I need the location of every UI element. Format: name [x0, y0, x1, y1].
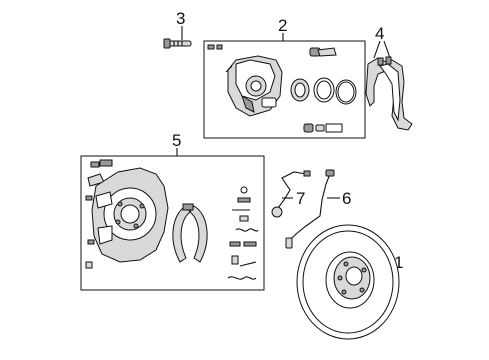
leader-lines: [176, 26, 391, 263]
bolt-part: [163, 38, 192, 49]
brake-pads-part: [365, 56, 413, 131]
brake-rotor-part: [296, 224, 400, 340]
callout-1: 1: [394, 253, 403, 272]
caliper-part: [207, 44, 357, 133]
brake-line-part: [271, 170, 311, 218]
brake-hose-part: [285, 169, 335, 249]
callout-5: 5: [172, 131, 181, 150]
callout-7: 7: [296, 189, 305, 208]
caliper-assembly-box: [203, 40, 366, 139]
callout-3: 3: [176, 9, 185, 28]
callout-6: 6: [342, 189, 351, 208]
backing-plate-part: [85, 159, 259, 280]
callout-4: 4: [375, 24, 384, 43]
backing-plate-kit-box: [80, 155, 265, 291]
callout-2: 2: [278, 16, 287, 35]
